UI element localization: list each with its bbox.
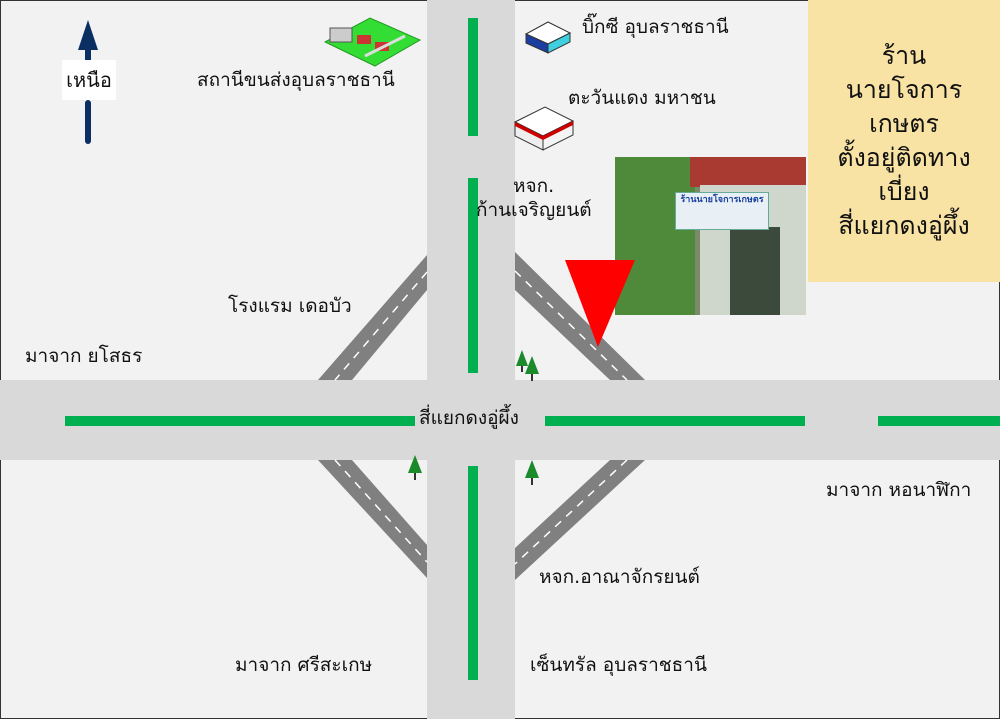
label-tawandaeng: ตะวันแดง มหาชน: [568, 87, 716, 109]
info-line: ร้าน: [881, 41, 927, 70]
tree-icon: [525, 356, 539, 381]
bus-station-icon: [323, 17, 422, 67]
dividers: [65, 18, 1000, 680]
tree-icon: [408, 455, 422, 480]
label-anajak: หจก.อาณาจักรยนต์: [539, 566, 700, 588]
label-central: เซ็นทรัล อุบลราชธานี: [530, 654, 707, 676]
label-intersection: สี่แยกดงอู่ผึ้ง: [415, 407, 523, 430]
north-label: เหนือ: [62, 60, 116, 100]
info-line: นายโจการ: [845, 75, 963, 104]
label-from-sisaket: มาจาก ศรีสะเกษ: [235, 654, 373, 676]
shop-photo: ร้านนายโจการเกษตร: [615, 157, 806, 315]
shop-info-box: ร้าน นายโจการ เกษตร ตั้งอยู่ติดทาง เบี่ย…: [808, 0, 1000, 282]
label-kan-charoen-1: หจก.: [513, 175, 555, 197]
label-kan-charoen-2: ก้านเจริญยนต์: [476, 199, 592, 221]
info-line: สี่แยกดงอู่ผึ้ง: [838, 211, 970, 240]
label-big-c: บิ๊กซี อุบลราชธานี: [582, 16, 729, 38]
tree-icons: [408, 350, 539, 485]
shop-sign: ร้านนายโจการเกษตร: [675, 192, 769, 230]
label-from-yasothon: มาจาก ยโสธร: [25, 345, 143, 367]
ramp-se: [515, 460, 645, 580]
ramp-sw: [318, 460, 427, 578]
info-line: เบี่ยง: [878, 177, 930, 206]
tree-icon: [516, 350, 528, 372]
tawandaeng-building-icon: [513, 106, 575, 151]
info-line: ตั้งอยู่ติดทาง: [837, 143, 971, 172]
label-hotel: โรงแรม เดอบัว: [228, 295, 352, 317]
north-arrow-icon: [78, 20, 98, 144]
info-line: เกษตร: [869, 109, 939, 138]
tree-icon: [525, 460, 539, 485]
label-bus-station: สถานีขนส่งอุบลราชธานี: [197, 69, 395, 91]
ramp-nw: [318, 255, 427, 380]
big-c-store-icon: [524, 21, 572, 54]
label-from-clock-tower: มาจาก หอนาฬิกา: [826, 479, 972, 501]
